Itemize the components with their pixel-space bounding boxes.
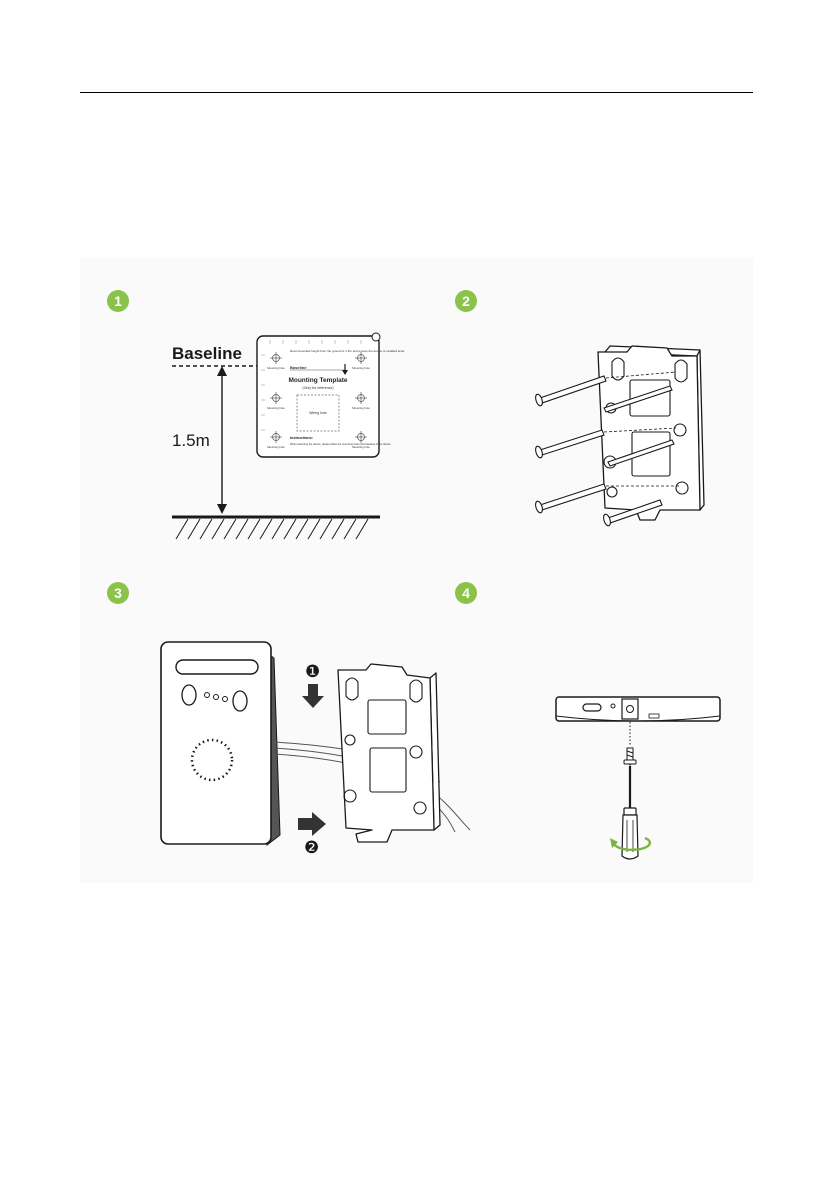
- device-bottom-slot: [582, 703, 602, 712]
- step-1-badge: 1: [107, 290, 129, 312]
- instructions-text: When fastening the device, please follow…: [290, 442, 392, 446]
- template-subtitle: (Only for reference): [302, 386, 333, 390]
- device-light-bar: [175, 659, 259, 675]
- mounting-hole-label-ml: Mounting hole: [267, 406, 285, 410]
- step-4-badge: 4: [455, 582, 477, 604]
- rotation-arrow-icon: [612, 836, 652, 851]
- wiring-hole-box: [296, 394, 340, 432]
- baseline-label: Baseline: [172, 344, 242, 363]
- device-bottom-view: [555, 696, 721, 722]
- backplate-mounted: [337, 663, 435, 843]
- arrow-2-number: ❷: [304, 838, 319, 857]
- mounting-hole-label-br: Mounting hole: [352, 445, 370, 449]
- mounting-template: Recommended height from the ground is 1.…: [256, 332, 405, 458]
- header-rule: [80, 92, 753, 93]
- screw-icon: [623, 747, 637, 766]
- arrow-down-icon: [302, 684, 324, 708]
- device-camera-left: [181, 684, 197, 706]
- height-label: 1.5m: [172, 431, 210, 450]
- wiring-hole-label: Wiring hole: [309, 411, 327, 415]
- template-baseline-label: Baseline: [290, 365, 307, 370]
- mounting-hole-label-mr: Mounting hole: [352, 406, 370, 410]
- mounting-hole-label-tr: Mounting hole: [352, 366, 370, 370]
- arrow-right-icon: [298, 812, 326, 836]
- instructions-title: Instructions:: [290, 436, 313, 440]
- arrow-1-number: ❶: [305, 662, 320, 681]
- mounting-hole-label-bl: Mounting hole: [267, 445, 285, 449]
- template-intro: Recommended height from the ground is 1.…: [290, 349, 405, 353]
- backplate-cutout-upper: [629, 379, 671, 417]
- screw-icon: [535, 375, 675, 527]
- arrow-down-head: [217, 504, 227, 514]
- device-sensor-ring: [190, 738, 234, 782]
- step-2-badge: 2: [455, 290, 477, 312]
- device: [160, 641, 281, 846]
- screwdriver-icon: [621, 766, 639, 860]
- arrow-up-head: [217, 366, 227, 376]
- mounting-hole-label-tl: Mounting hole: [267, 366, 285, 370]
- device-camera-right: [232, 690, 248, 712]
- template-title: Mounting Template: [288, 377, 347, 384]
- step-3-badge: 3: [107, 582, 129, 604]
- ground-hatching: [175, 518, 369, 540]
